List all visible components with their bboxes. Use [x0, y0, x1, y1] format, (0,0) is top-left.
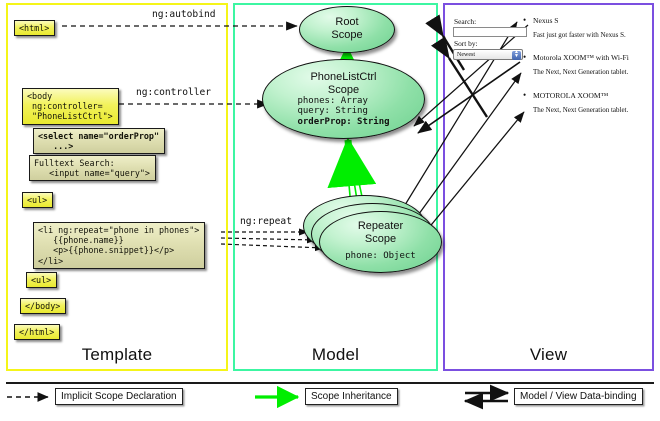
scope-prop-phones: phones: Array — [297, 96, 368, 107]
panel-template: Template — [6, 3, 228, 371]
legend-divider — [6, 382, 654, 384]
code-box-body-open: <body ng:controller= "PhoneListCtrl"> — [22, 88, 119, 125]
edge-label-autobind: ng:autobind — [150, 9, 218, 20]
code-box-select: <select name="orderProp" ...> — [33, 128, 166, 155]
code-box-body-close: </body> — [20, 298, 67, 315]
panel-view-label: View — [529, 345, 568, 364]
phone-snippet: Fast just got faster with Nexus S. — [533, 31, 626, 39]
phone-snippet: The Next, Next Generation tablet. — [533, 106, 629, 114]
scope-prop-orderprop: orderProp: String — [297, 116, 390, 127]
code-box-li-repeat: <li ng:repeat="phone in phones"> {{phone… — [33, 222, 206, 269]
legend: Implicit Scope Declaration Scope Inherit… — [0, 384, 660, 418]
code-box-fulltext: Fulltext Search: <input name="query"> — [29, 155, 156, 182]
edge-label-controller: ng:controller — [134, 87, 214, 98]
panel-model-label: Model — [311, 345, 360, 364]
legend-label-implicit-scope-declaration: Implicit Scope Declaration — [55, 388, 183, 405]
chevron-updown-icon: ▲▼ — [512, 50, 521, 60]
code-box-ul-close: <ul> — [26, 272, 58, 289]
code-box-html-close: </html> — [14, 324, 61, 341]
edge-label-repeat: ng:repeat — [238, 216, 294, 227]
legend-arrow-glyphs — [7, 384, 510, 410]
phone-name: Nexus S — [533, 16, 626, 25]
scope-prop-query: query: String — [297, 106, 368, 117]
phone-name: MOTOROLA XOOM™ — [533, 91, 628, 100]
scope-prop-phone: phone: Object — [345, 251, 416, 262]
search-input[interactable] — [453, 27, 527, 37]
sort-by-select[interactable]: Newest ▲▼ — [453, 49, 523, 60]
phone-name: Motorola XOOM™ with Wi-Fi — [533, 53, 629, 62]
list-item[interactable]: Motorola XOOM™ with Wi-Fi The Next, Next… — [533, 53, 629, 76]
legend-label-model-view-data-binding: Model / View Data-binding — [514, 388, 643, 405]
search-label: Search: — [454, 17, 477, 26]
sort-by-label: Sort by: — [454, 39, 478, 48]
sort-by-selected-value: Newest — [457, 52, 475, 58]
view-rendered-app: Search: Sort by: Newest ▲▼ Nexus S Fast … — [449, 8, 649, 133]
list-item[interactable]: Nexus S Fast just got faster with Nexus … — [533, 16, 626, 39]
scope-phonelistctrl-props: phones: Array query: String orderProp: S… — [297, 96, 389, 127]
list-item[interactable]: MOTOROLA XOOM™ The Next, Next Generation… — [533, 91, 628, 114]
code-box-html-open: <html> — [14, 20, 56, 37]
phone-snippet: The Next, Next Generation tablet. — [533, 68, 629, 76]
legend-label-scope-inheritance: Scope Inheritance — [305, 388, 398, 405]
panel-template-label: Template — [81, 345, 153, 364]
code-box-ul-open: <ul> — [22, 192, 54, 209]
scope-repeater-props: phone: Object — [345, 251, 415, 261]
